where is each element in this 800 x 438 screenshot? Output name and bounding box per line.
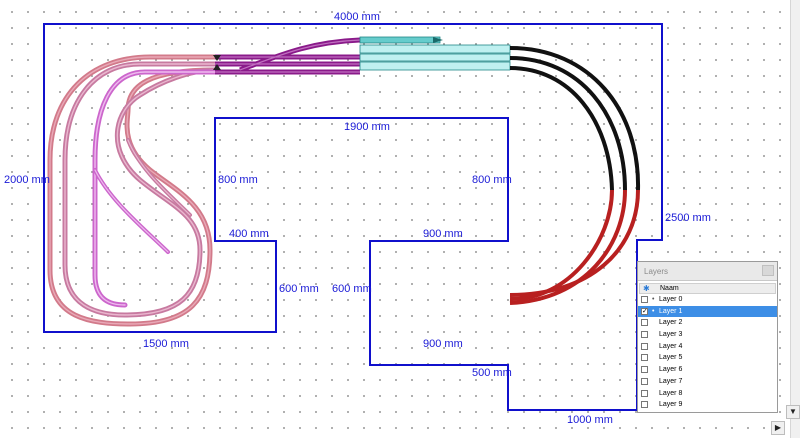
- layer-row[interactable]: Layer 9: [638, 399, 777, 411]
- triangle-down-icon[interactable]: ▼: [786, 405, 800, 419]
- layer-row[interactable]: Layer 6: [638, 364, 777, 376]
- layer-row[interactable]: Layer 5: [638, 352, 777, 364]
- track-left-loops: [47, 54, 218, 327]
- triangle-right-icon[interactable]: ▶: [771, 421, 785, 435]
- layer-visibility-checkbox[interactable]: [641, 307, 648, 315]
- dim-step-right: 500 mm: [472, 367, 512, 379]
- layer-row[interactable]: Layer 2: [638, 317, 777, 329]
- layer-visibility-checkbox[interactable]: [641, 401, 648, 409]
- layer-row[interactable]: Layer 3: [638, 329, 777, 341]
- eye-icon: ✱: [643, 284, 650, 293]
- dim-notch-left: 600 mm: [279, 283, 319, 295]
- layers-column-label: Naam: [660, 285, 679, 292]
- layer-row[interactable]: Layer 8: [638, 388, 777, 400]
- dim-notch-top-left: 400 mm: [229, 228, 269, 240]
- dim-bottom-right: 1000 mm: [567, 414, 613, 426]
- layer-name: Layer 6: [659, 366, 683, 374]
- layer-name: Layer 7: [659, 377, 683, 385]
- layer-visibility-checkbox[interactable]: [641, 389, 648, 397]
- dim-top: 4000 mm: [334, 11, 380, 23]
- layer-visibility-checkbox[interactable]: [641, 354, 648, 362]
- track-cyan-straights: [359, 36, 511, 71]
- layers-title: Layers: [644, 267, 669, 276]
- track-black-curves: [509, 46, 641, 191]
- layers-panel[interactable]: Layers ✱ Naam • Layer 0 • Layer 1 Layer 2 Lay…: [637, 261, 778, 413]
- layer-name: Layer 1: [659, 307, 683, 315]
- room-outline: [43, 23, 663, 411]
- layer-name: Layer 4: [659, 342, 683, 350]
- track-red-curves: [509, 189, 640, 305]
- layer-visibility-checkbox[interactable]: [641, 366, 648, 374]
- layer-name: Layer 3: [659, 331, 683, 339]
- layers-column-header[interactable]: ✱ Naam: [639, 283, 776, 294]
- dim-inner-right: 800 mm: [472, 174, 512, 186]
- layer-name: Layer 2: [659, 319, 683, 327]
- layer-row[interactable]: Layer 7: [638, 376, 777, 388]
- layer-name: Layer 0: [659, 296, 683, 303]
- dim-inner-left: 800 mm: [218, 174, 258, 186]
- vertical-scrollbar[interactable]: [790, 0, 800, 438]
- layer-visibility-checkbox[interactable]: [641, 331, 648, 339]
- dim-bottom-left: 1500 mm: [143, 338, 189, 350]
- track-purple-section: [213, 37, 361, 75]
- layer-visibility-checkbox[interactable]: [641, 377, 648, 385]
- layer-list: • Layer 0 • Layer 1 Layer 2 Layer 3 Layer 4 Lay…: [638, 294, 777, 411]
- layer-name: Layer 9: [659, 401, 683, 409]
- layers-titlebar[interactable]: Layers: [638, 262, 777, 281]
- layer-visibility-checkbox[interactable]: [641, 296, 648, 303]
- dim-right: 2500 mm: [665, 212, 711, 224]
- layer-visibility-checkbox[interactable]: [641, 342, 648, 350]
- active-layer-marker: •: [652, 307, 655, 315]
- dim-bottom-mid: 900 mm: [423, 338, 463, 350]
- active-layer-marker: •: [652, 296, 655, 303]
- dim-left: 2000 mm: [4, 174, 50, 186]
- layer-row[interactable]: • Layer 0: [638, 294, 777, 306]
- dim-notch-right: 600 mm: [332, 283, 372, 295]
- dim-inner-top: 1900 mm: [344, 121, 390, 133]
- layer-row[interactable]: Layer 4: [638, 341, 777, 353]
- layer-name: Layer 8: [659, 389, 683, 397]
- layers-close-button[interactable]: [762, 265, 774, 276]
- layer-name: Layer 5: [659, 354, 683, 362]
- dim-notch-top-right: 900 mm: [423, 228, 463, 240]
- layer-row[interactable]: • Layer 1: [638, 305, 777, 318]
- layer-visibility-checkbox[interactable]: [641, 319, 648, 327]
